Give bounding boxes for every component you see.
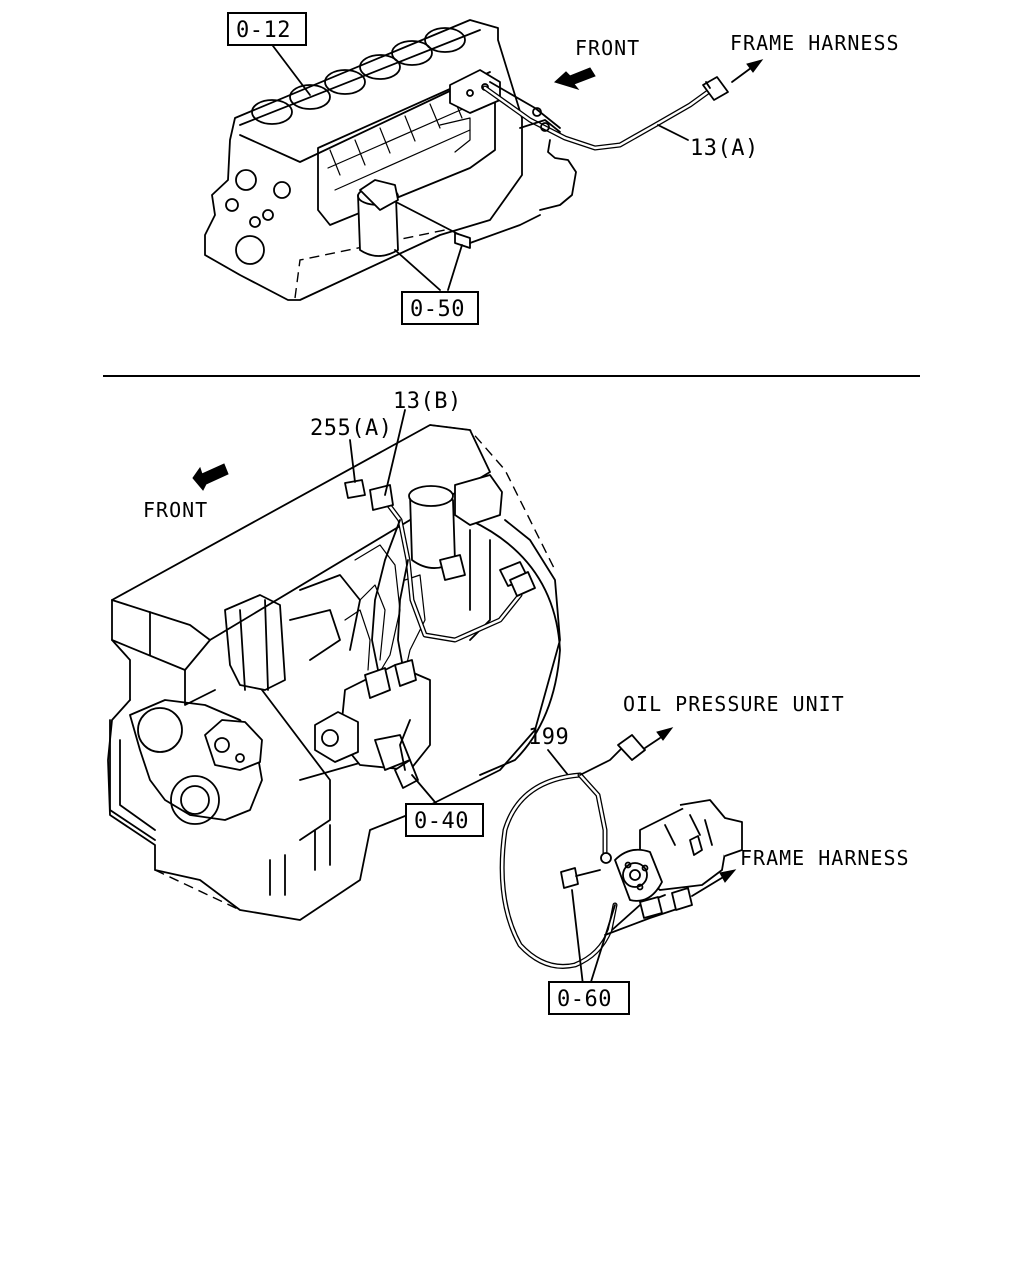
bottom-harness-13b bbox=[344, 479, 536, 771]
bottom-engine-drawing bbox=[107, 424, 561, 921]
ref-box-0-50 bbox=[401, 291, 479, 325]
leader-0-40 bbox=[411, 774, 441, 809]
leader-13a bbox=[657, 124, 689, 141]
leader-0-60-b bbox=[589, 904, 616, 986]
top-harness-13a bbox=[482, 76, 729, 151]
ref-box-0-40 bbox=[405, 803, 484, 837]
bottom-frame-harness-label: FRAME HARNESS bbox=[740, 846, 910, 870]
part-255a: 255(A) bbox=[310, 416, 392, 441]
top-frame-harness-label: FRAME HARNESS bbox=[730, 31, 900, 55]
top-front-label: FRONT bbox=[575, 36, 640, 60]
bottom-frame-harness-arrowhead bbox=[719, 869, 737, 883]
leader-0-50-b bbox=[447, 244, 463, 291]
part-199: 199 bbox=[528, 725, 569, 750]
part-13b: 13(B) bbox=[393, 389, 462, 414]
ref-box-0-60 bbox=[548, 981, 630, 1015]
ref-box-0-12 bbox=[227, 12, 307, 46]
oil-pressure-unit-label: OIL PRESSURE UNIT bbox=[623, 692, 845, 716]
ref-0-50: 0-50 bbox=[410, 297, 465, 322]
ref-0-60: 0-60 bbox=[557, 987, 612, 1012]
bottom-front-label: FRONT bbox=[143, 498, 208, 522]
leader-0-12 bbox=[269, 41, 311, 96]
top-engine-drawing bbox=[204, 19, 577, 301]
starter-motor-drawing bbox=[614, 799, 743, 902]
bottom-front-arrow-icon bbox=[192, 463, 229, 491]
part-13a: 13(A) bbox=[690, 136, 759, 161]
cable-199 bbox=[499, 734, 661, 969]
ref-0-40: 0-40 bbox=[414, 809, 469, 834]
oil-pressure-arrowhead bbox=[656, 727, 674, 741]
ref-0-12: 0-12 bbox=[236, 18, 291, 43]
leader-255a bbox=[349, 439, 356, 483]
top-front-arrow-icon bbox=[554, 67, 596, 90]
starter-bolt-and-harness bbox=[560, 867, 726, 936]
leader-0-60-a bbox=[571, 889, 584, 986]
leader-13b bbox=[384, 409, 406, 496]
leader-199 bbox=[547, 749, 569, 776]
top-frame-harness-arrowhead bbox=[746, 59, 764, 73]
leader-0-50-a bbox=[394, 249, 441, 291]
